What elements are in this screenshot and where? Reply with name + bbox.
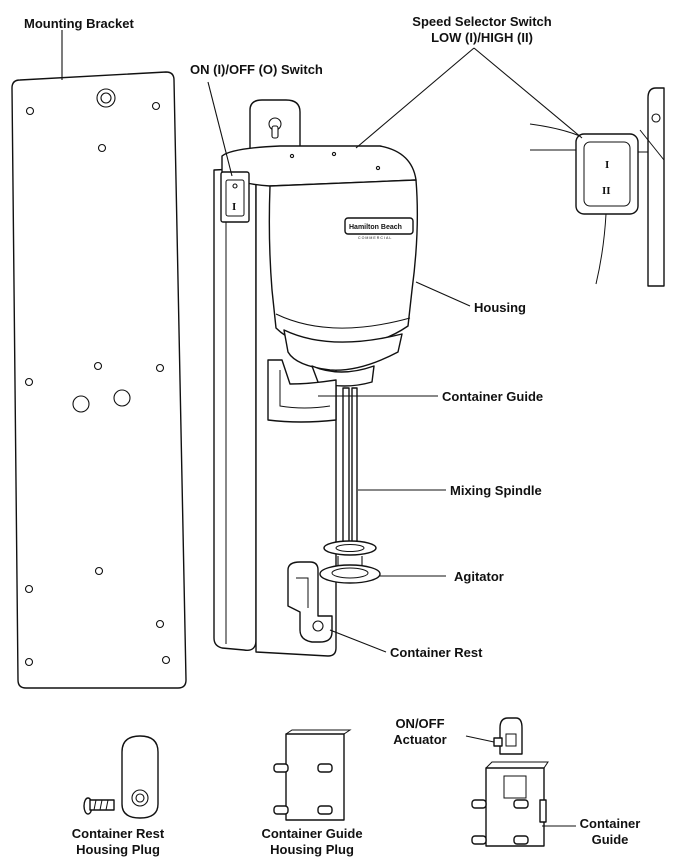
- mounting-bracket: [11, 71, 187, 689]
- label-on-off-actuator-1: ON/OFF: [395, 716, 444, 731]
- label-mounting-bracket: Mounting Bracket: [24, 16, 134, 31]
- brand-name: Hamilton Beach: [349, 224, 402, 231]
- brand-sub: COMMERCIAL: [358, 236, 392, 240]
- label-container-rest-plug-1: Container Rest: [72, 826, 165, 841]
- container-guide-part: [471, 761, 549, 847]
- mixing-spindle: [342, 387, 358, 545]
- labels: Mounting Bracket Speed Selector Switch L…: [24, 14, 640, 857]
- label-speed-selector-1: Speed Selector Switch: [412, 14, 551, 29]
- label-container-guide: Container Guide: [442, 389, 543, 404]
- high-mark: II: [602, 185, 611, 197]
- label-speed-selector-2: LOW (I)/HIGH (II): [431, 30, 533, 45]
- label-container-guide-plug-1: Container Guide: [261, 826, 362, 841]
- container-guide-housing-plug: [273, 729, 352, 821]
- screw: [83, 797, 115, 815]
- label-container-guide-plug-2: Housing Plug: [270, 842, 354, 857]
- power-mark: I: [232, 201, 236, 213]
- container-rest: [287, 561, 333, 643]
- label-on-off-switch: ON (I)/OFF (O) Switch: [190, 62, 323, 77]
- label-container-guide-part-1: Container: [580, 816, 641, 831]
- label-on-off-actuator-2: Actuator: [393, 732, 446, 747]
- label-housing: Housing: [474, 300, 526, 315]
- agitator: [319, 540, 381, 584]
- label-mixing-spindle: Mixing Spindle: [450, 483, 542, 498]
- label-container-rest: Container Rest: [390, 645, 483, 660]
- on-off-switch: I: [220, 171, 250, 223]
- container-guide: [267, 359, 337, 423]
- on-off-actuator: [493, 717, 523, 755]
- label-container-guide-part-2: Guide: [592, 832, 629, 847]
- brand-plate: Hamilton Beach COMMERCIAL: [344, 217, 414, 240]
- low-mark: I: [605, 159, 609, 171]
- container-rest-housing-plug: [83, 735, 159, 819]
- label-container-rest-plug-2: Housing Plug: [76, 842, 160, 857]
- mixer-unit: Hamilton Beach COMMERCIAL I: [213, 99, 419, 657]
- speed-selector-detail: I II: [529, 87, 665, 287]
- leader-lines: [61, 30, 583, 827]
- label-agitator: Agitator: [454, 569, 504, 584]
